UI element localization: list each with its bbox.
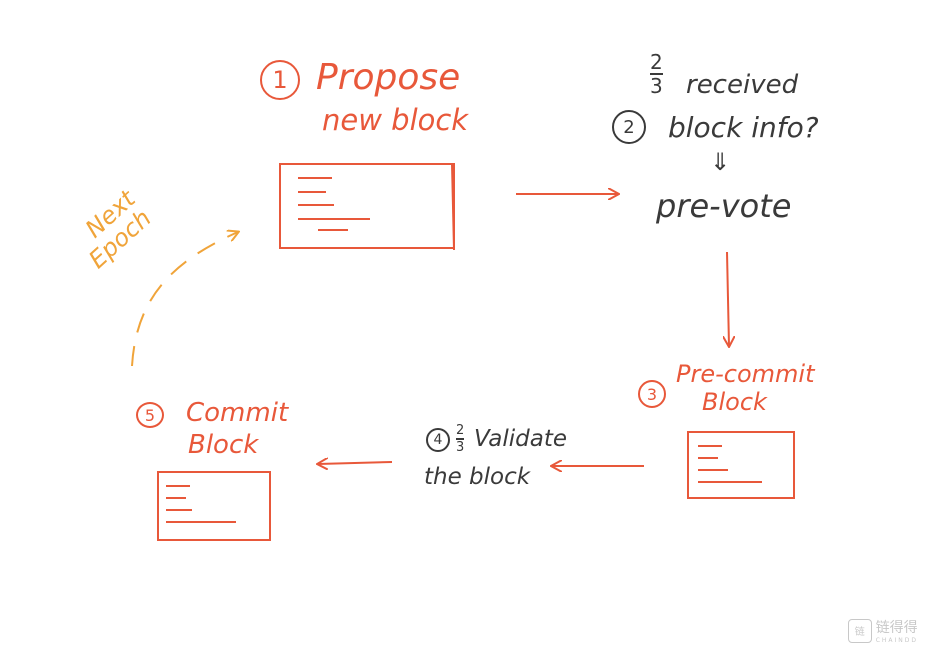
propose-title: Propose: [316, 57, 461, 98]
step-4-badge: 4: [426, 428, 450, 452]
step-3-badge: 3: [638, 380, 666, 408]
step-3-number: 3: [646, 384, 658, 404]
step-2-number: 2: [623, 116, 635, 138]
watermark-logo-icon: 链: [847, 618, 872, 643]
double-down-arrow-icon: ⇓: [710, 148, 731, 176]
proposed-block-icon: [279, 163, 455, 251]
validate-fraction-denominator: 3: [456, 439, 465, 455]
precommit-title: Pre-commit: [676, 360, 815, 388]
prevote-received-text: received: [686, 70, 799, 100]
step-1-number: 1: [272, 66, 288, 94]
step-5-number: 5: [144, 405, 156, 425]
next-epoch-arrow: [131, 232, 238, 367]
validate-subtitle: the block: [424, 464, 531, 490]
step-2-badge: 2: [612, 110, 646, 144]
propose-subtitle: new block: [322, 103, 469, 137]
precommit-subtitle: Block: [702, 388, 767, 416]
validate-fraction: 2 3: [456, 423, 465, 455]
commit-block-icon: [157, 471, 271, 541]
prevote-fraction-denominator: 3: [650, 73, 663, 98]
prevote-label: pre-vote: [656, 187, 792, 225]
step-1-badge: 1: [260, 60, 300, 100]
watermark: 链 链得得 CHAINDD: [847, 617, 918, 644]
watermark-text-group: 链得得 CHAINDD: [876, 617, 918, 644]
precommit-block-icon: [687, 431, 795, 499]
prevote-question: block info?: [668, 111, 819, 144]
validate-fraction-numerator: 2: [456, 423, 465, 438]
commit-subtitle: Block: [188, 430, 259, 460]
validate-title: Validate: [474, 426, 567, 452]
arrow-prevote-to-precommit: [727, 251, 729, 346]
commit-title: Commit: [186, 398, 289, 428]
watermark-text: 链得得: [875, 620, 918, 636]
prevote-fraction: 2 3: [650, 52, 663, 96]
step-4-number: 4: [433, 432, 443, 448]
arrow-validate-to-commit: [318, 462, 393, 464]
prevote-fraction-numerator: 2: [650, 50, 663, 74]
step-5-badge: 5: [136, 402, 164, 428]
watermark-subtext: CHAINDD: [875, 637, 918, 644]
